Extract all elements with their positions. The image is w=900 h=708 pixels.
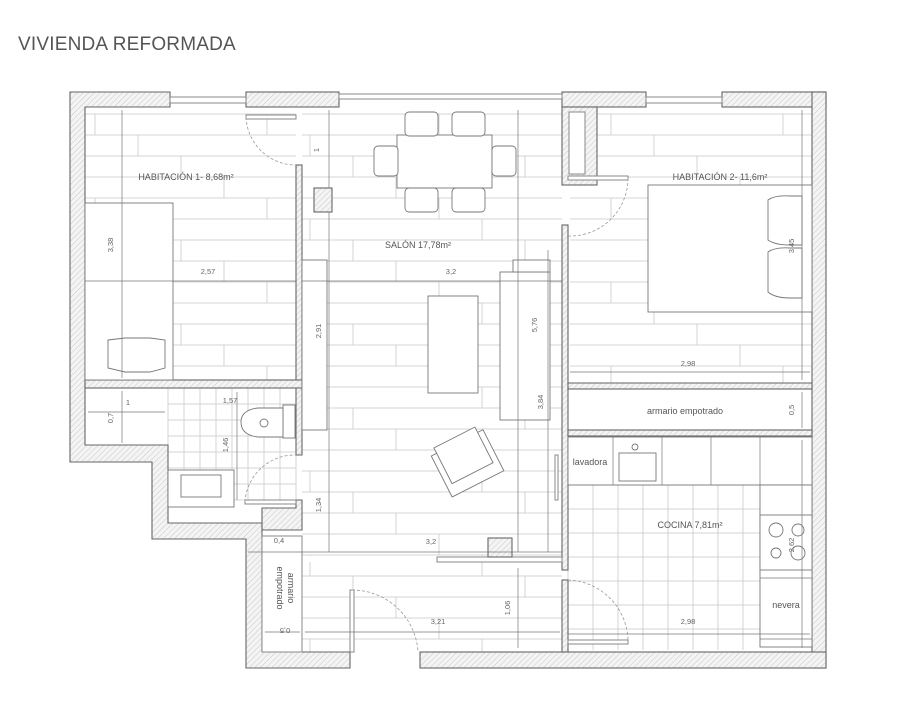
coffee-table [427, 295, 479, 394]
sofa [499, 271, 551, 421]
armario-wall-top [567, 382, 813, 390]
dimension-lines [85, 110, 810, 648]
dim-label: 2,57 [201, 267, 216, 276]
dim-label: 2,98 [681, 617, 696, 626]
bath-sink [180, 474, 222, 498]
kitchen-top-wall [567, 429, 813, 437]
label-armario-empotrado: armario empotrado [647, 406, 723, 416]
label-cocina: COCINA 7,81m² [657, 520, 722, 530]
dim-label: 1 [312, 148, 321, 152]
hab1-bottom-wall [84, 379, 303, 389]
wall-top-c [721, 91, 827, 108]
tap [631, 443, 639, 451]
dim-label: 3,38 [106, 238, 115, 253]
label-nevera: nevera [772, 600, 800, 610]
salon-bottom-wall [436, 556, 563, 563]
dim-label: 1 [126, 398, 130, 407]
toilet-tank [282, 404, 296, 439]
dim-label: 1,57 [223, 396, 238, 405]
label-empotrado-entrada: empotrado [275, 566, 285, 609]
dim-label: 0,5 [280, 626, 290, 635]
burner [790, 545, 806, 561]
dim-label: 1,06 [503, 601, 512, 616]
dim-label: 1,46 [221, 438, 230, 453]
chair [451, 187, 486, 213]
label-salon: SALÓN 17,78m² [385, 240, 451, 250]
window-hab2 [645, 96, 723, 104]
pillow [107, 337, 166, 373]
walls [69, 91, 827, 669]
doors [244, 114, 629, 653]
hab1-right-wall [295, 164, 303, 389]
room-labels: HABITACIÓN 1- 8,68m² SALÓN 17,78m² HABIT… [138, 172, 799, 610]
dim-label: 2,98 [681, 359, 696, 368]
dimension-labels: 3,38 2,57 1 3,2 2,91 5,76 3,45 2,98 0,5 … [106, 148, 796, 635]
dim-label: 0,7 [106, 413, 115, 423]
label-habitacion1: HABITACIÓN 1- 8,68m² [138, 172, 233, 182]
kitchen-sink [618, 452, 657, 482]
column [313, 187, 333, 213]
kitchen-counter [567, 436, 813, 486]
window-salon [338, 93, 563, 100]
burner [770, 547, 782, 559]
plan-title: VIVIENDA REFORMADA [18, 34, 236, 55]
burner [768, 522, 784, 538]
door-entry [349, 589, 355, 653]
hab2-closet-inner [568, 111, 586, 175]
wall-top-a [245, 91, 340, 108]
dim-label: 3,84 [536, 395, 545, 410]
bath-right-wall [261, 387, 303, 531]
window-hab1 [169, 96, 247, 104]
dim-label: 3,2 [446, 267, 456, 276]
stove [759, 514, 813, 571]
dining-table [396, 134, 493, 189]
chair [404, 111, 439, 137]
chair [491, 145, 517, 177]
dim-label: 2,91 [314, 324, 323, 339]
chair [404, 187, 439, 213]
label-habitacion2: HABITACIÓN 2- 11,6m² [673, 172, 768, 182]
dim-label: 3,45 [787, 239, 796, 254]
label-armario-entrada: armario [286, 573, 296, 604]
dim-label: 0,5 [787, 405, 796, 415]
door-kitchen [567, 639, 629, 645]
wall-bottom [419, 651, 827, 669]
chair [373, 145, 399, 177]
furniture [84, 111, 813, 648]
dim-label: 2,62 [787, 538, 796, 553]
pillow [767, 195, 803, 246]
dim-label: 0,4 [274, 536, 284, 545]
door-kitchen-swing [567, 579, 629, 641]
door-hab1 [245, 114, 297, 120]
chair [451, 111, 486, 137]
wall-top-b [561, 91, 647, 108]
door-hab2 [567, 175, 629, 181]
entry-armario [261, 535, 303, 653]
door-hab2-swing [567, 177, 629, 237]
dim-label: 5,76 [530, 318, 539, 333]
wall-right [811, 91, 827, 669]
door-bath [244, 499, 297, 505]
dim-label: 3,21 [431, 617, 446, 626]
burner [791, 523, 805, 537]
sliding-door-salon [554, 454, 559, 501]
door-hab1-swing [245, 116, 297, 166]
toilet-hole [259, 418, 269, 428]
dim-label: 3,2 [426, 537, 436, 546]
tv-unit [301, 259, 328, 431]
pillow [767, 247, 803, 299]
hab2-left-wall [561, 224, 569, 571]
windows [169, 93, 723, 104]
kitchen-left-lower [561, 579, 569, 653]
label-lavadora: lavadora [573, 457, 608, 467]
dim-label: 1,34 [314, 498, 323, 513]
salon-pillar [487, 537, 513, 558]
door-bath-swing [244, 454, 297, 503]
door-entry-swing [351, 589, 419, 653]
sofa-back [512, 259, 551, 273]
armchair [430, 426, 505, 498]
